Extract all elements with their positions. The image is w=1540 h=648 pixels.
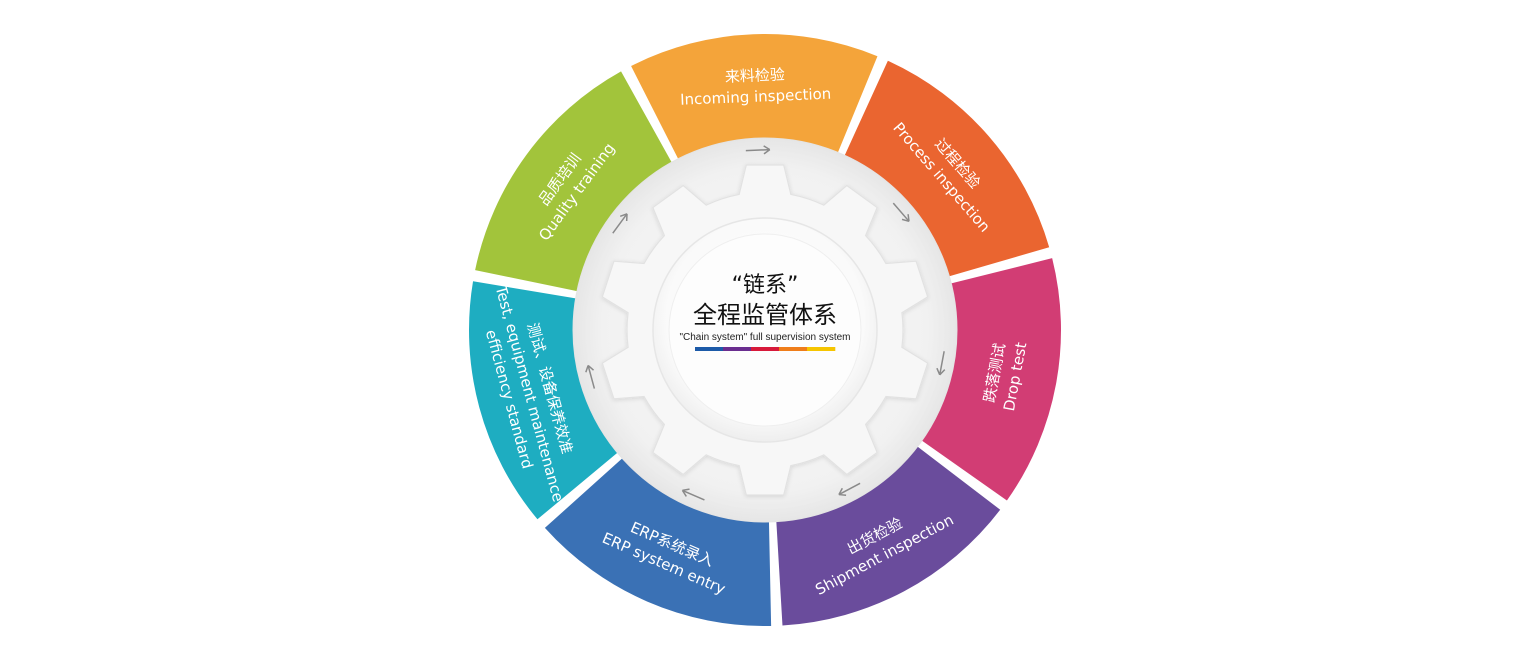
arrow-icon xyxy=(892,202,910,223)
arrow-icon xyxy=(936,351,946,376)
center-title: 全程监管体系 xyxy=(693,301,837,329)
color-bar-swatch xyxy=(807,347,836,351)
segment-process xyxy=(844,60,1050,277)
inner-disk-rim xyxy=(586,151,944,509)
arrow-icon xyxy=(838,482,861,497)
segment-erp xyxy=(544,458,772,627)
color-bar-swatch xyxy=(779,347,808,351)
hub-inner xyxy=(668,233,862,427)
color-bar-swatch xyxy=(723,347,752,351)
flow-arrows xyxy=(585,145,946,501)
center-subtitle: "Chain system" full supervision system xyxy=(679,332,850,343)
center-quote-title: “链系” xyxy=(732,273,799,298)
segment-shipment xyxy=(776,446,1001,626)
color-bar-swatch xyxy=(695,347,724,351)
segment-incoming-cn: 来料检验 xyxy=(725,66,786,86)
segment-incoming xyxy=(631,33,878,159)
arrow-icon xyxy=(745,145,771,155)
color-bar-swatch xyxy=(751,347,780,351)
segment-test xyxy=(469,281,618,520)
arrow-icon xyxy=(681,488,705,501)
color-bar xyxy=(695,347,836,351)
segment-quality xyxy=(475,71,672,292)
arrow-icon xyxy=(585,364,596,389)
arrow-icon xyxy=(612,213,628,234)
